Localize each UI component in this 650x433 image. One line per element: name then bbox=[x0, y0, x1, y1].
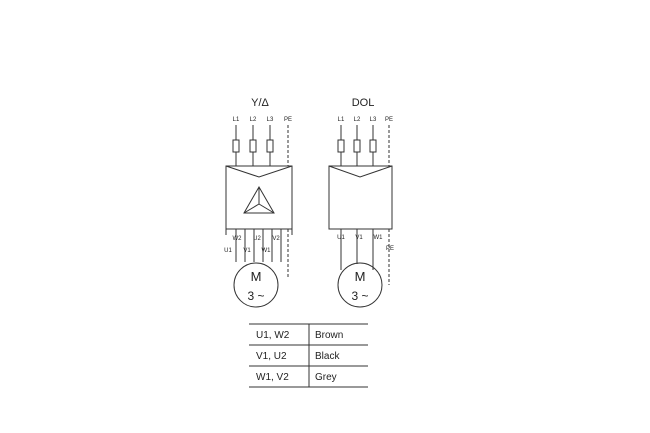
fuses bbox=[232, 139, 274, 153]
supply-wires bbox=[235, 125, 289, 166]
terminal-label-w1: W1 bbox=[262, 248, 272, 254]
motor-phase-left: 3 ~ bbox=[247, 289, 264, 303]
wire-color-table: U1, W2 Brown V1, U2 Black W1, V2 Grey bbox=[249, 323, 368, 388]
star-delta-diagram: Y/Δ L1 L2 L3 PE bbox=[224, 97, 293, 308]
table-cell-terminals: U1, W2 bbox=[256, 330, 290, 341]
table-cell-terminals: V1, U2 bbox=[256, 351, 287, 362]
terminal-label-u2: U2 bbox=[253, 236, 261, 242]
dol-supply-label-l1: L1 bbox=[338, 117, 345, 123]
motor-left: M 3 ~ bbox=[233, 262, 279, 308]
dol-supply-label-l3: L3 bbox=[370, 117, 377, 123]
star-delta-title: Y/Δ bbox=[251, 97, 269, 109]
supply-label-pe: PE bbox=[284, 117, 292, 123]
dol-terminal-label-u1: U1 bbox=[337, 235, 345, 241]
table-row: U1, W2 Brown bbox=[256, 330, 343, 341]
dol-fuse-l1 bbox=[337, 139, 345, 153]
dol-terminal-label-w1: W1 bbox=[374, 235, 384, 241]
terminal-label-w2: W2 bbox=[233, 236, 243, 242]
table-row: V1, U2 Black bbox=[256, 351, 340, 362]
motor-wires-right bbox=[340, 229, 390, 285]
supply-label-l2: L2 bbox=[250, 117, 257, 123]
dol-fuse-l3 bbox=[369, 139, 377, 153]
dol-terminal-label-v1: V1 bbox=[355, 235, 363, 241]
dol-supply-wires bbox=[340, 125, 390, 166]
terminal-label-v2: V2 bbox=[272, 236, 280, 242]
dol-terminal-label-pe: PE bbox=[386, 246, 394, 252]
supply-label-l3: L3 bbox=[267, 117, 274, 123]
dol-supply-label-l2: L2 bbox=[354, 117, 361, 123]
dol-title: DOL bbox=[352, 97, 375, 109]
terminal-label-u1: U1 bbox=[224, 248, 232, 254]
supply-label-l1: L1 bbox=[233, 117, 240, 123]
dol-fuse-l2 bbox=[353, 139, 361, 153]
motor-letter-left: M bbox=[251, 269, 262, 284]
motor-right: M 3 ~ bbox=[337, 262, 383, 308]
motor-wires-left bbox=[235, 229, 289, 278]
table-cell-color: Brown bbox=[315, 330, 343, 341]
dol-supply-label-pe: PE bbox=[385, 117, 393, 123]
table-cell-color: Grey bbox=[315, 372, 337, 383]
motor-letter-right: M bbox=[355, 269, 366, 284]
fuse-l2 bbox=[249, 139, 257, 153]
fuse-l3 bbox=[266, 139, 274, 153]
fuse-l1 bbox=[232, 139, 240, 153]
terminal-label-v1: V1 bbox=[243, 248, 251, 254]
dol-starter-box bbox=[328, 165, 393, 230]
table-cell-terminals: W1, V2 bbox=[256, 372, 289, 383]
dol-diagram: DOL L1 L2 L3 PE U1 bbox=[328, 97, 394, 308]
delta-symbol bbox=[243, 185, 275, 214]
dol-fuses bbox=[337, 139, 377, 153]
motor-phase-right: 3 ~ bbox=[351, 289, 368, 303]
table-row: W1, V2 Grey bbox=[256, 372, 337, 383]
star-delta-starter-box bbox=[225, 165, 293, 235]
table-cell-color: Black bbox=[315, 351, 340, 362]
